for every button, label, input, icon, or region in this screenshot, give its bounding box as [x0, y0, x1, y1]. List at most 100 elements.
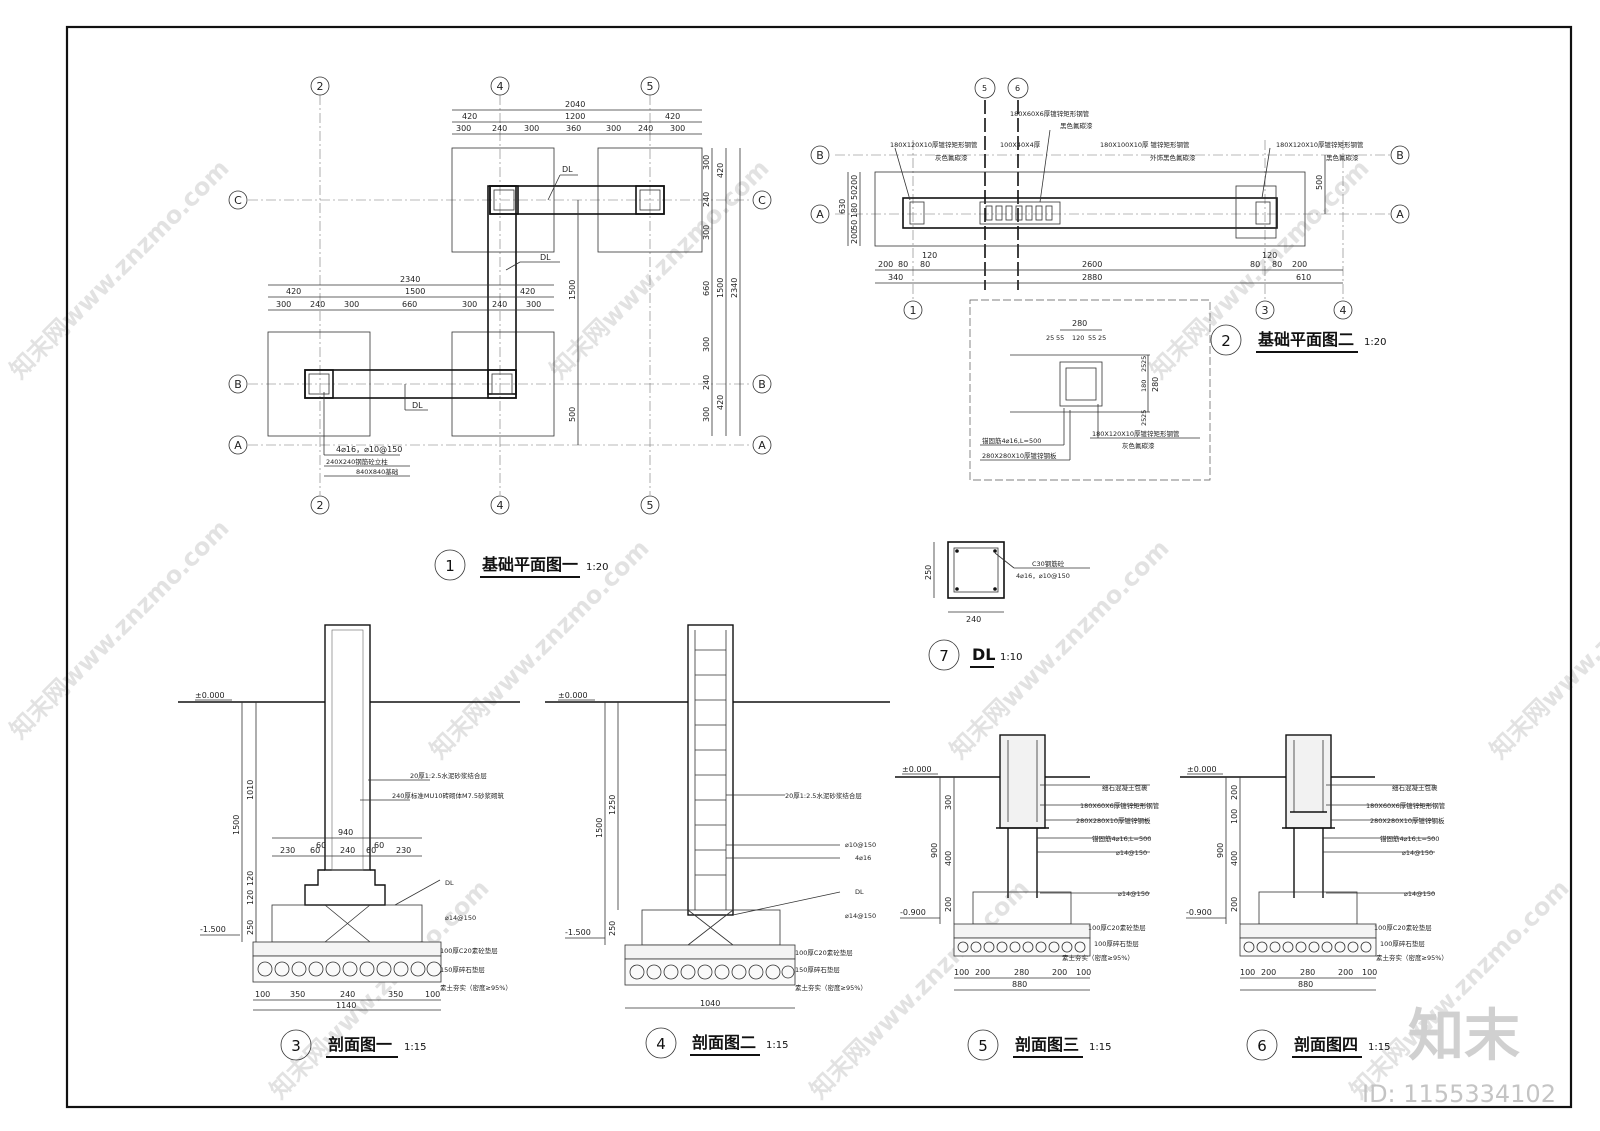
dim-label: 240 — [340, 990, 355, 999]
sec4-note: ⌀14@150 — [1402, 849, 1433, 857]
drawing-title: 剖面图四 — [1294, 1035, 1358, 1054]
axis-label: 1 — [910, 304, 917, 317]
dim-label: 100 — [255, 990, 270, 999]
dim-label: 55 — [1056, 334, 1064, 342]
level-label: ±0.000 — [1187, 765, 1217, 774]
dim-label: 300 — [702, 225, 711, 240]
dim-label: 250 — [246, 920, 255, 935]
dim-label: 2040 — [565, 100, 585, 109]
sec4-note: ⌀14@150 — [1404, 890, 1435, 898]
dim-label: 1250 — [608, 795, 617, 815]
dim-label: 660 — [702, 281, 711, 296]
dim-label: 280 — [1300, 968, 1315, 977]
plan2-label: 180X60X6厚镀锌矩形钢管 — [1010, 109, 1090, 118]
axis-label: 3 — [1262, 304, 1269, 317]
dim-label: 240 — [310, 300, 325, 309]
dim-label: 240 — [702, 375, 711, 390]
dim-label: 1500 — [716, 278, 725, 298]
dl-label: DL — [412, 401, 423, 410]
dim-label: 120 — [246, 890, 255, 905]
sec3-note: 锚固筋4⌀16,L=500 — [1092, 834, 1151, 843]
dim-label: 60 — [316, 841, 326, 850]
dim-label: 300 — [344, 300, 359, 309]
dim-label: 250 — [608, 921, 617, 936]
dim-label: 900 — [1216, 843, 1225, 858]
level-label: -0.900 — [1186, 908, 1212, 917]
dim-label: 80 — [898, 260, 908, 269]
dim-label: 240 — [492, 300, 507, 309]
dim-label: 2880 — [1082, 273, 1102, 282]
dim-label: 200 — [1052, 968, 1067, 977]
dim-label: 120 — [1072, 334, 1084, 342]
dim-label: 200 — [878, 260, 893, 269]
brand-logo: 知末 — [1408, 1004, 1520, 1069]
dim-label: 300 — [944, 795, 953, 810]
dim-label: 300 — [702, 337, 711, 352]
dim-label: 240 — [638, 124, 653, 133]
sheet-border — [65, 25, 1573, 1109]
dim-label: 25 — [1140, 356, 1148, 364]
dim-label: 1200 — [565, 112, 585, 121]
section-4: ±0.000 -0.900 900 200 100 400 200 100 20… — [1180, 734, 1448, 1061]
dim-label: 80 — [920, 260, 930, 269]
axis-label: 2 — [317, 499, 324, 512]
dim-label: 2340 — [730, 278, 739, 298]
dim-label: 50 — [850, 220, 859, 230]
sec4-note: 100厚碎石垫层 — [1380, 939, 1425, 948]
drawing-number: 4 — [656, 1035, 666, 1053]
dim-label: 120 — [246, 871, 255, 886]
dim-label: 420 — [665, 112, 680, 121]
drawing-title: 剖面图三 — [1015, 1035, 1079, 1054]
drawing-scale: 1:20 — [1364, 337, 1386, 348]
dim-label: 280 — [1151, 377, 1160, 392]
sec3-note: 280X280X10厚镀锌钢板 — [1076, 816, 1151, 825]
axis-label: C — [234, 194, 242, 207]
sec3-note: 细石混凝土包裹 — [1102, 783, 1148, 792]
drawing-scale: 1:15 — [766, 1040, 788, 1051]
dim-label: 240 — [966, 615, 981, 624]
sec1-note: 素土夯实（密度≥95%） — [440, 983, 512, 992]
sec3-note: ⌀14@150 — [1118, 890, 1149, 898]
dim-label: 280 — [1072, 319, 1087, 328]
sec1-note: 20厚1:2.5水泥砂浆结合层 — [410, 771, 487, 780]
level-label: -1.500 — [200, 925, 226, 934]
dl-label: DL — [540, 253, 551, 262]
dim-label: 200 — [944, 897, 953, 912]
sec4-note: 细石混凝土包裹 — [1392, 783, 1438, 792]
dim-label: 300 — [276, 300, 291, 309]
sec3-note: 100厚碎石垫层 — [1094, 939, 1139, 948]
plan2-label: 180X100X10厚 镀锌矩形钢管 — [1100, 140, 1190, 149]
dim-label: 1500 — [595, 818, 604, 838]
watermark: 知末网www.znzmo.com — [4, 154, 234, 384]
dim-label: 80 — [1272, 260, 1282, 269]
sec4-note: 100厚C20素砼垫层 — [1374, 923, 1432, 932]
dim-label: 360 — [566, 124, 581, 133]
brand-id: ID: 1155334102 — [1362, 1080, 1556, 1108]
sec2-note: 素土夯实（密度≥95%） — [795, 983, 867, 992]
dim-label: 280 — [1014, 968, 1029, 977]
plan1-axis-bubbles: 2 4 5 2 4 5 C B A C B A — [228, 76, 772, 515]
drawing-number: 3 — [291, 1037, 301, 1055]
dim-label: 880 — [1298, 980, 1313, 989]
drawing-scale: 1:15 — [1089, 1042, 1111, 1053]
plan1-note: 840X840基础 — [356, 467, 399, 476]
plan-2: B A B A 1 3 4 5 6 180X60X6厚镀锌矩形钢管 黑色氟碳漆 … — [810, 77, 1410, 481]
sec2-note: 4⌀16 — [855, 854, 871, 862]
plan2-label: 黑色氟碳漆 — [1060, 121, 1093, 130]
axis-label: B — [234, 378, 242, 391]
dim-label: 420 — [716, 163, 725, 178]
dim-label: 200 — [1338, 968, 1353, 977]
dim-label: 80 — [1250, 260, 1260, 269]
sec4-note: 素土夯实（密度≥95%） — [1376, 953, 1448, 962]
dim-label: 200 — [975, 968, 990, 977]
dl-note: 4⌀16，⌀10@150 — [1016, 572, 1070, 580]
sec1-note: 100厚C20素砼垫层 — [440, 946, 498, 955]
drawing-scale: 1:15 — [1368, 1042, 1390, 1053]
drawing-title: 剖面图二 — [692, 1033, 756, 1052]
watermark: 知末网www.znzmo.com — [1144, 154, 1374, 384]
dim-label: 100 — [954, 968, 969, 977]
dim-label: 120 — [922, 251, 937, 260]
plan2-label: 180X120X10厚镀锌矩形钢管 — [890, 140, 978, 149]
sec2-note: 150厚碎石垫层 — [795, 965, 840, 974]
